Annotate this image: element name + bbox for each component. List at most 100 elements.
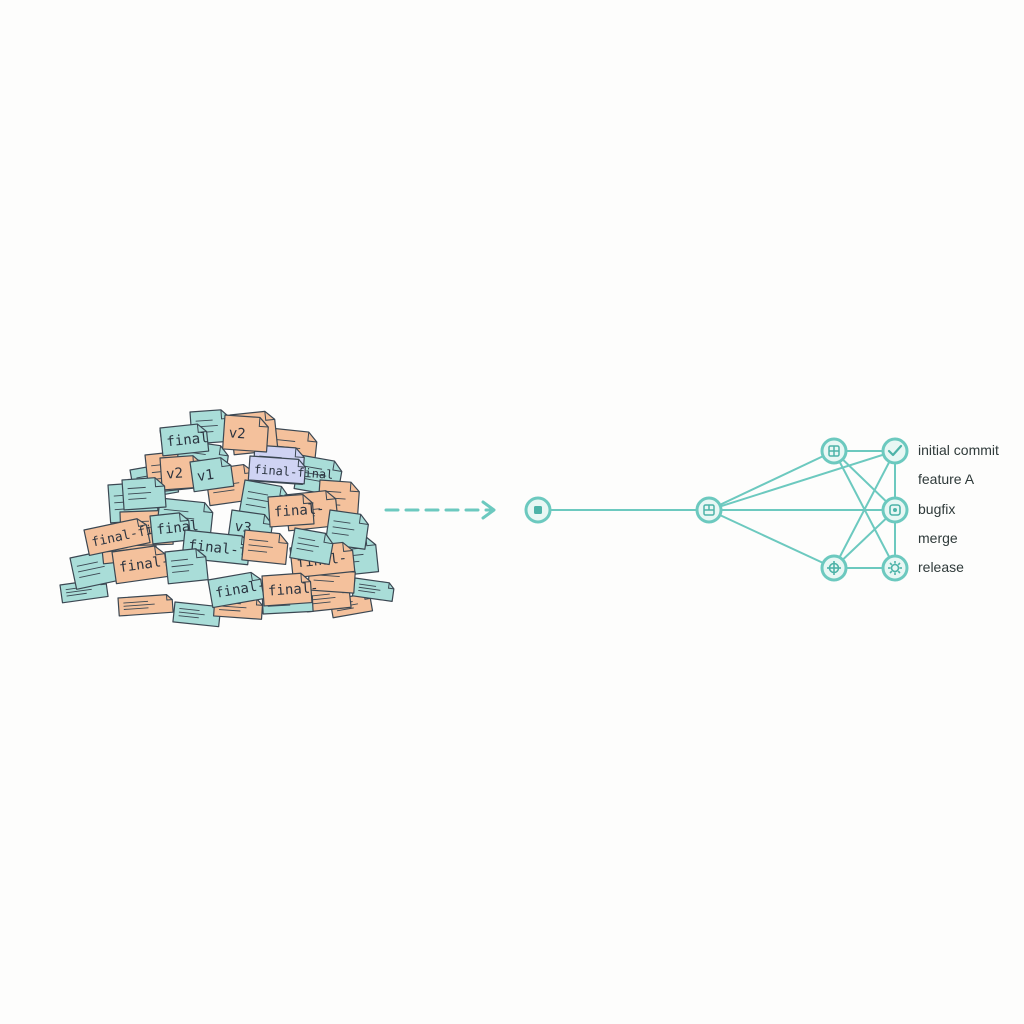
file-paper-labeled: final-	[261, 572, 320, 607]
commit-labels: initial commit feature A bugfix merge re…	[918, 442, 999, 575]
file-corner-fold	[323, 533, 333, 545]
file-sheet	[241, 529, 289, 566]
file-label: final-	[268, 580, 320, 599]
commit-node-root	[524, 496, 552, 524]
scribble-line	[245, 503, 266, 509]
file-paper-labeled: final-	[111, 545, 171, 585]
gear-icon	[888, 561, 902, 575]
scribble-line	[172, 570, 190, 573]
file-paper-labeled: final-final	[247, 455, 334, 485]
label-bugfix: bugfix	[918, 501, 955, 517]
scribble-line	[313, 579, 334, 582]
scribble-line	[170, 558, 188, 562]
arrow-head	[481, 500, 496, 520]
file-corner-fold	[302, 494, 313, 505]
edge	[708, 450, 835, 511]
commit-node-bottom-left	[820, 554, 848, 582]
file-label: v2	[228, 425, 246, 442]
file-paper	[289, 527, 334, 566]
file-sheet	[83, 518, 151, 557]
scribble-line	[247, 549, 268, 553]
file-corner-fold	[325, 490, 336, 501]
label-feature-a: feature A	[918, 471, 975, 487]
grid-icon	[828, 445, 840, 457]
commit-node-bugfix	[881, 496, 909, 524]
file-corner-fold	[297, 459, 306, 468]
scribble-line	[296, 547, 314, 552]
scribble-line	[267, 604, 291, 607]
file-corner-fold	[250, 572, 261, 582]
edge	[708, 509, 835, 569]
scribble-line	[310, 593, 330, 597]
commit-graph-nodes	[524, 437, 909, 582]
scribble-line	[77, 565, 105, 573]
file-corner-fold	[300, 573, 311, 583]
scribble-line	[298, 537, 316, 542]
file-corner-fold	[342, 542, 353, 552]
gear-icon	[827, 561, 841, 575]
file-sheet	[261, 572, 313, 607]
file-paper	[241, 529, 289, 566]
edge	[833, 450, 896, 569]
label-initial-commit: initial commit	[918, 442, 999, 458]
label-release: release	[918, 559, 964, 575]
file-paper	[117, 594, 174, 617]
file-corner-fold	[195, 548, 206, 559]
scribble-line	[66, 588, 92, 594]
scribble-line	[332, 526, 355, 531]
file-sheet	[289, 527, 334, 566]
edge	[833, 450, 896, 511]
file-sheet	[267, 493, 315, 528]
commit-node-release	[881, 554, 909, 582]
scribble-line	[128, 497, 147, 500]
file-paper-labeled: v1	[189, 457, 235, 493]
file-paper-labeled: final-	[267, 493, 325, 528]
scribble-line	[247, 491, 269, 496]
scribble-line	[163, 508, 189, 513]
file-corner-fold	[178, 512, 189, 522]
file-corner-fold	[196, 424, 207, 433]
scribble-line	[358, 590, 376, 594]
file-corner-fold	[136, 518, 147, 527]
file-label: final-final	[254, 462, 334, 482]
file-paper	[324, 509, 369, 550]
scribble-line	[178, 615, 199, 619]
file-label: final-	[118, 553, 170, 576]
edge	[833, 509, 896, 569]
file-paper	[351, 577, 395, 602]
scribble-line	[213, 489, 235, 494]
scribble-line	[179, 608, 200, 612]
scribble-line	[123, 603, 155, 607]
file-sheet	[222, 414, 269, 453]
file-corner-fold	[387, 582, 394, 590]
transition-arrow	[384, 500, 496, 520]
scribble-line	[359, 583, 377, 587]
file-paper-labeled: final	[159, 423, 210, 457]
check-icon	[887, 444, 903, 457]
file-corner-fold	[165, 594, 173, 601]
scribble-line	[303, 465, 323, 470]
scribble-line	[123, 607, 149, 610]
commit-node-top-left	[820, 437, 848, 465]
scribble-line	[331, 532, 349, 536]
dot-icon	[534, 506, 542, 514]
file-corner-fold	[358, 514, 369, 525]
edge	[708, 450, 896, 511]
file-corner-fold	[220, 457, 231, 468]
file-paper-labeled: v2	[222, 414, 269, 453]
file-label: final	[166, 430, 210, 450]
file-sheet	[247, 455, 306, 485]
file-corner-fold	[264, 411, 275, 421]
file-corner-fold	[255, 598, 263, 606]
scribble-line	[219, 609, 241, 612]
file-paper-labeled: final	[149, 512, 199, 545]
scribble-line	[195, 419, 213, 422]
commit-node-branch	[695, 496, 723, 524]
scribble-line	[248, 539, 269, 542]
file-sheet	[159, 423, 210, 457]
scribble-line	[311, 596, 336, 601]
scribble-line	[248, 544, 273, 548]
label-merge: merge	[918, 530, 958, 546]
